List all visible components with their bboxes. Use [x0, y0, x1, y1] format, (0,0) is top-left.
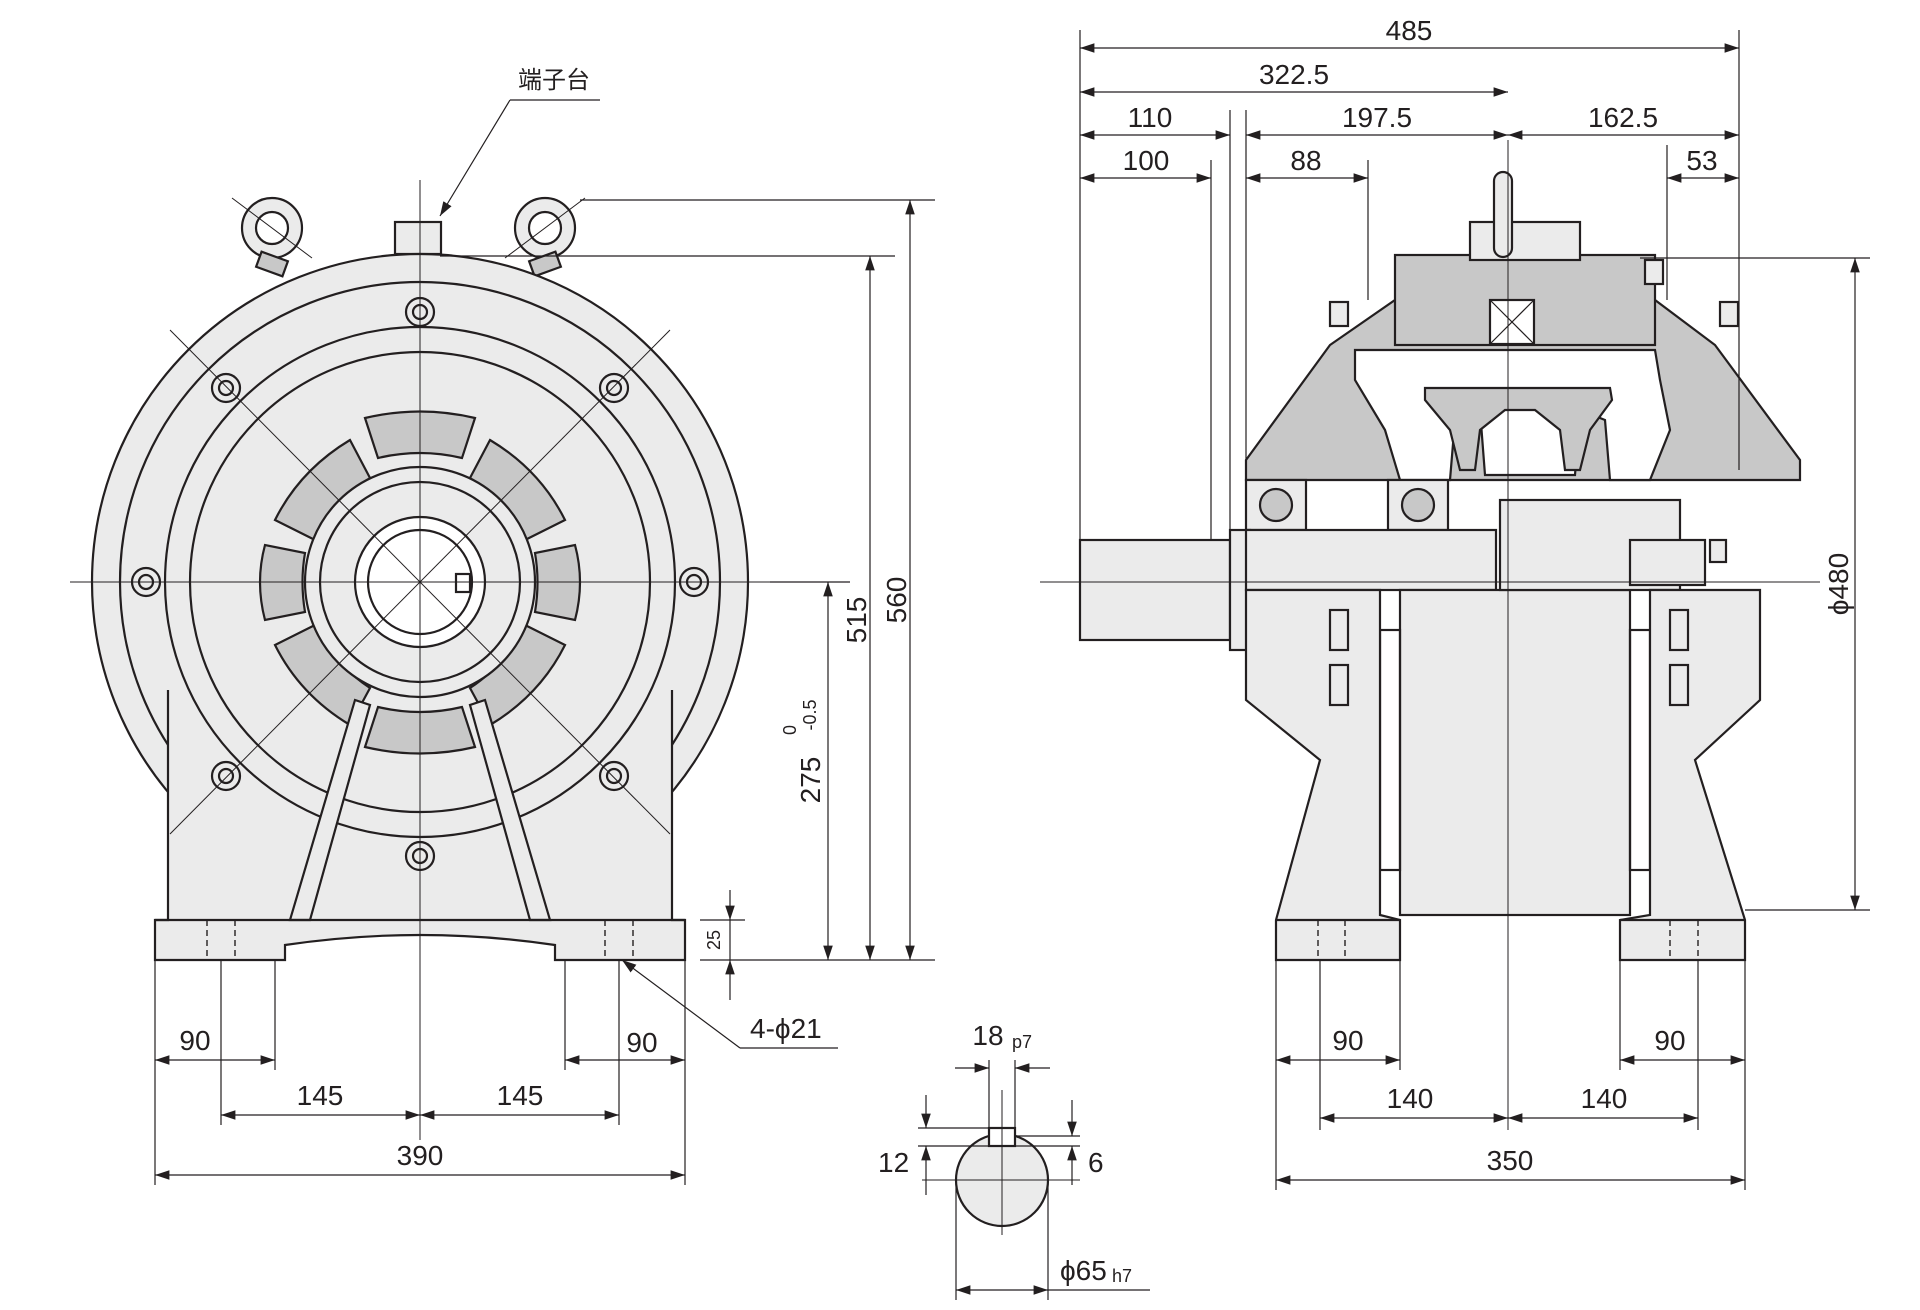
dim-side-left-half: 140	[1387, 1083, 1434, 1114]
dim-mount-holes: 4-ϕ21	[750, 1013, 822, 1044]
dim-side-right-foot: 90	[1654, 1025, 1685, 1056]
dim-base-thickness: 25	[704, 930, 724, 950]
dim-side-body-to-center: 197.5	[1342, 102, 1412, 133]
output-shaft	[1078, 538, 1232, 642]
dim-overall-height: 560	[881, 577, 912, 624]
dim-side-back-offset: 53	[1686, 145, 1717, 176]
dim-overall-width: 390	[397, 1140, 444, 1171]
dim-shaft-tol-lower: -0.5	[800, 699, 820, 730]
side-view: 485 322.5 110 197.5 162.5 100 88 53 ϕ480…	[1040, 15, 1870, 1190]
dim-side-flange-offset: 88	[1290, 145, 1321, 176]
dim-left-half: 145	[297, 1080, 344, 1111]
dim-side-to-center: 322.5	[1259, 59, 1329, 90]
leg-left	[1244, 588, 1402, 962]
key	[454, 572, 472, 594]
dim-shaft-tol-upper: 0	[780, 725, 800, 735]
dim-side-overall-width: 350	[1487, 1145, 1534, 1176]
dim-left-foot: 90	[179, 1025, 210, 1056]
terminal-box-label: 端子台	[518, 66, 590, 94]
dim-side-right-half: 140	[1581, 1083, 1628, 1114]
dim-side-center-to-back: 162.5	[1588, 102, 1658, 133]
dim-key-width-tol: p7	[1012, 1032, 1032, 1052]
leg-right	[1618, 588, 1762, 962]
center-drum	[1398, 588, 1632, 917]
terminal-box	[393, 220, 443, 256]
dim-shaft-height: 275	[795, 757, 826, 804]
dim-shaft-dia: ϕ65	[1060, 1255, 1107, 1286]
dim-side-shaft-ext-a: 110	[1128, 102, 1173, 133]
dim-right-foot: 90	[626, 1027, 657, 1058]
dim-key-depth: 12	[878, 1147, 909, 1178]
dim-side-shaft-ext-b: 100	[1123, 145, 1170, 176]
bearings	[1244, 478, 1450, 532]
dim-side-body-dia: ϕ480	[1823, 553, 1854, 615]
dim-side-left-foot: 90	[1332, 1025, 1363, 1056]
shaft-section: 18 p7 12 6 ϕ65 h7	[878, 1020, 1150, 1300]
eye-bolt-left	[231, 196, 313, 278]
dim-keyway-depth: 6	[1088, 1147, 1104, 1178]
dim-side-overall-length: 485	[1386, 15, 1433, 46]
dim-top-to-base: 515	[841, 597, 872, 644]
eye-bolt-right	[504, 196, 586, 278]
dim-key-width: 18	[972, 1020, 1003, 1051]
dim-shaft-dia-tol: h7	[1112, 1266, 1132, 1286]
front-view: 端子台 560 515 275 0 -0.5 25 4-ϕ21	[70, 66, 935, 1185]
dim-right-half: 145	[497, 1080, 544, 1111]
